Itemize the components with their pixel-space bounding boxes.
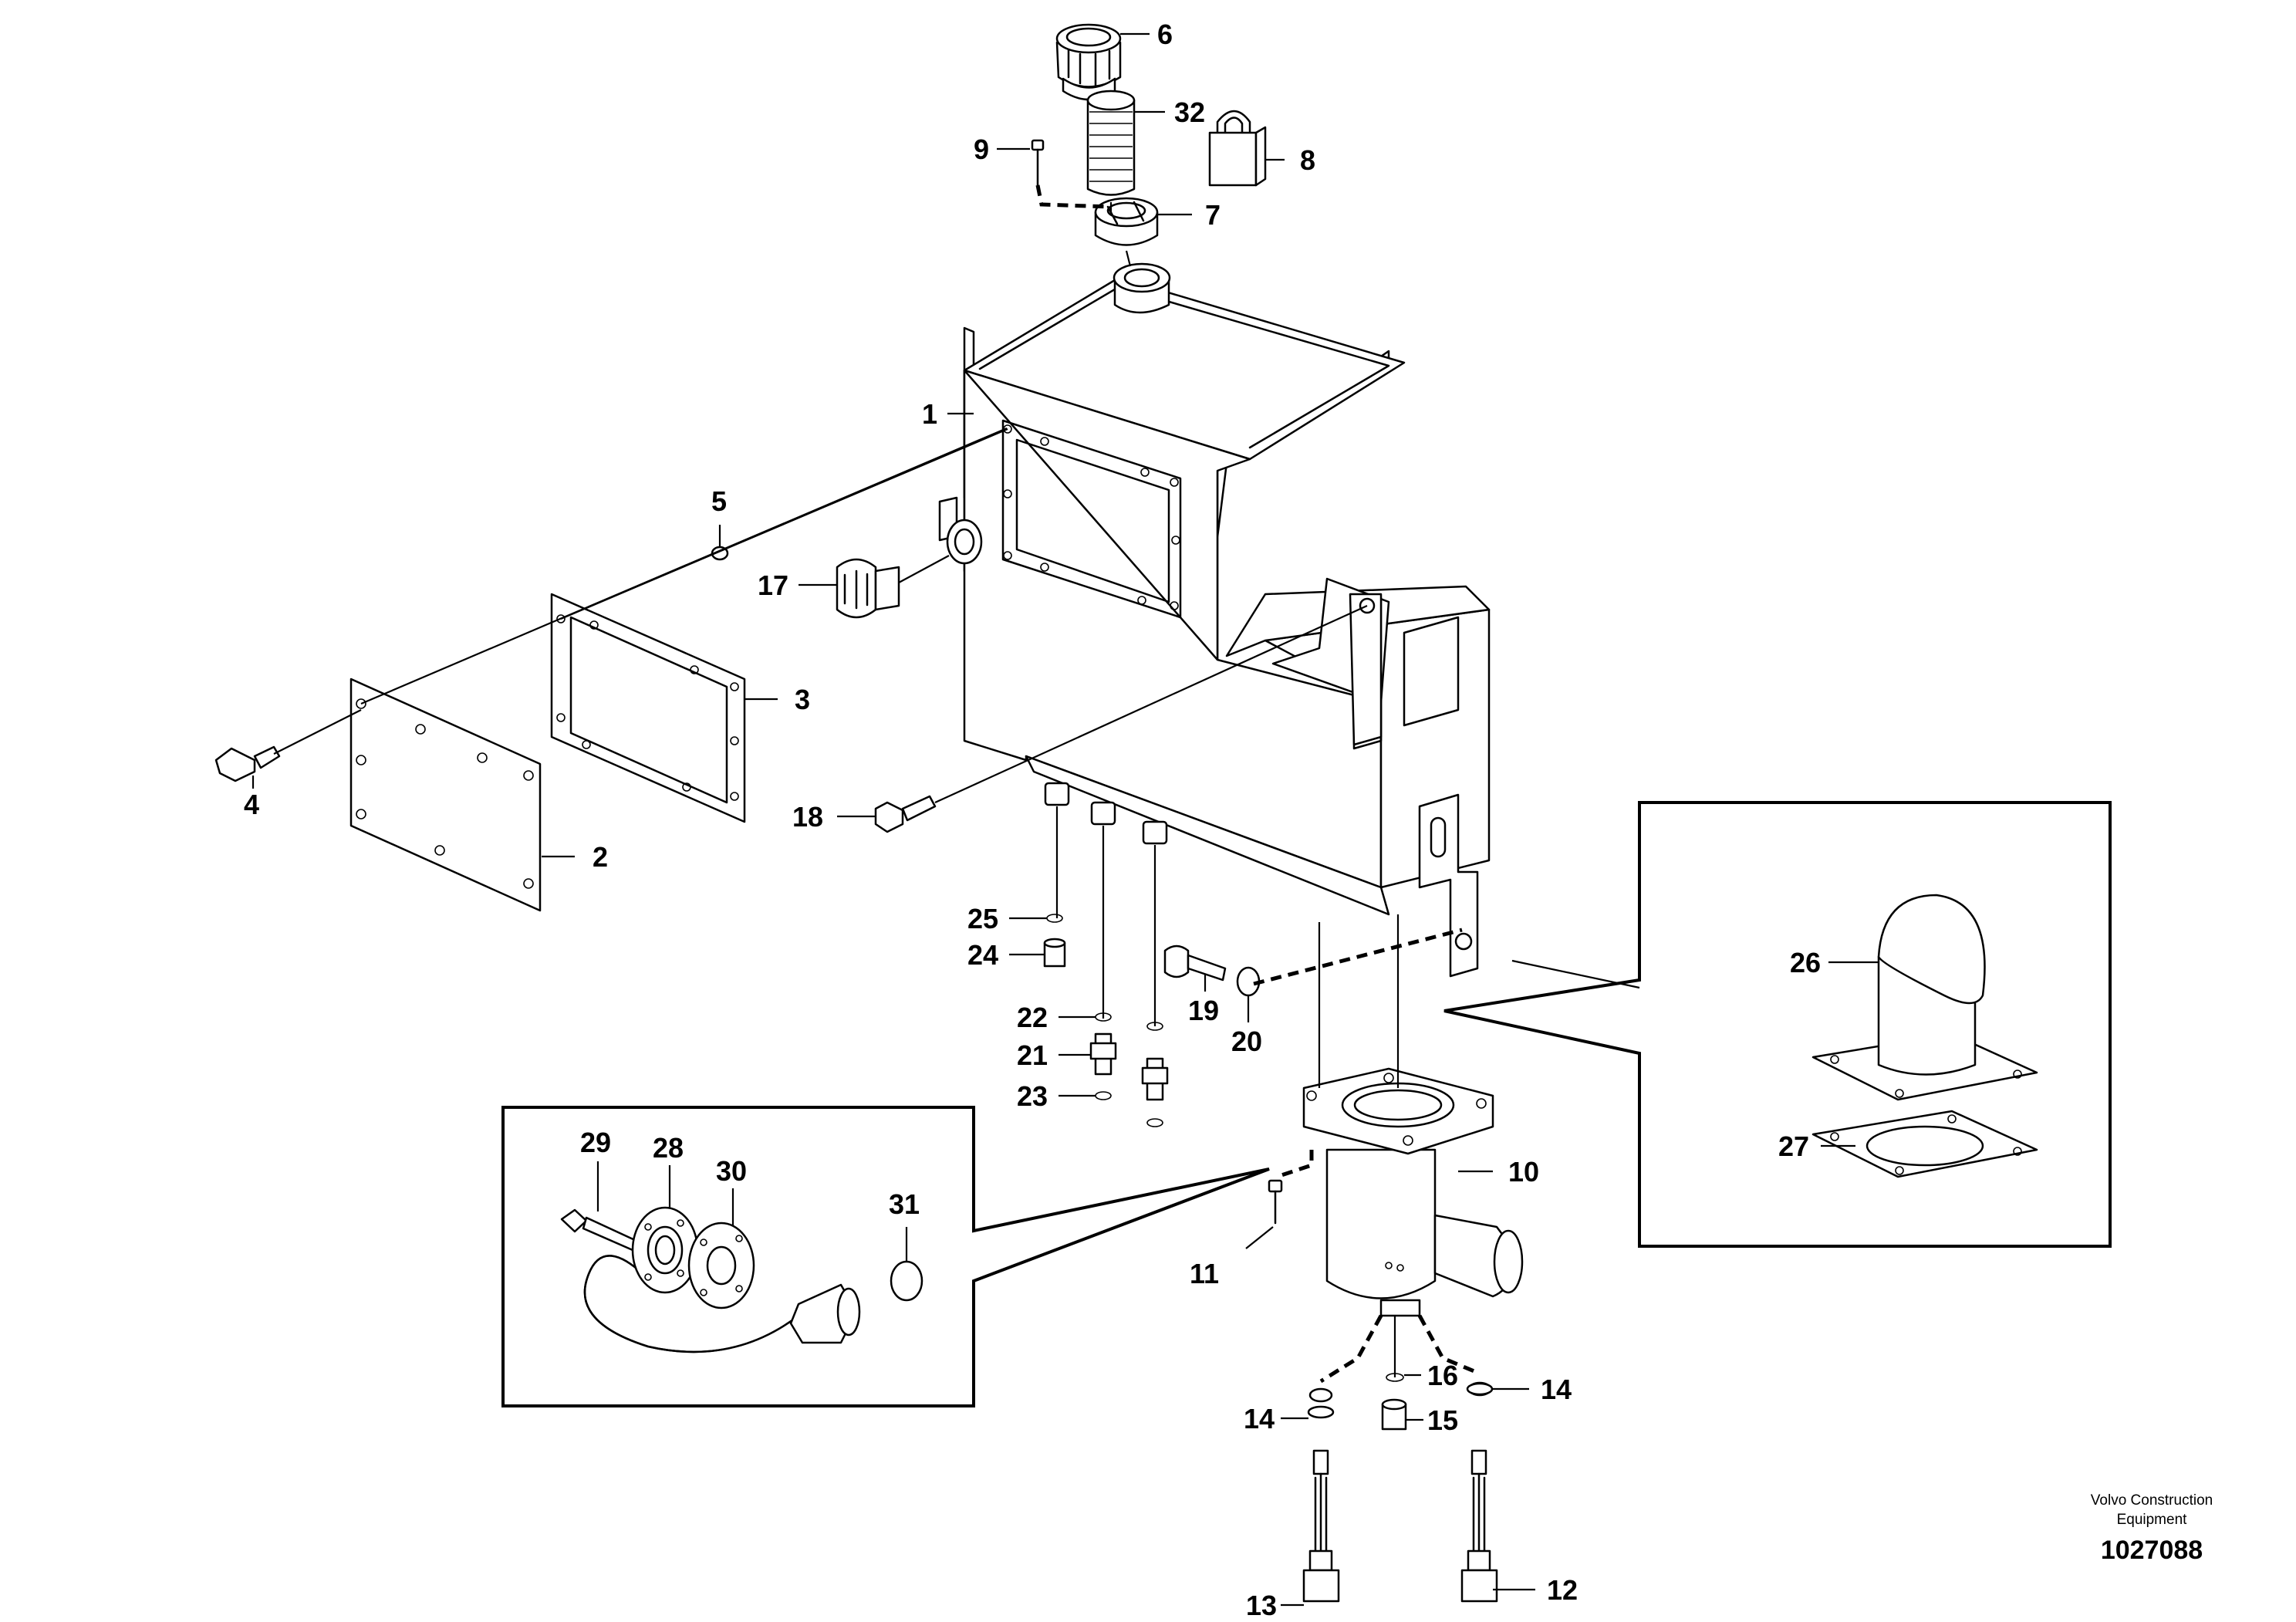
callout-2: 2 — [593, 841, 608, 873]
callout-5: 5 — [711, 485, 727, 517]
document-number: 1027088 — [2101, 1536, 2203, 1565]
bolt-18 — [874, 795, 937, 833]
screw-9 — [1031, 139, 1045, 187]
callout-14-right: 14 — [1541, 1374, 1572, 1405]
callout-13: 13 — [1246, 1590, 1277, 1621]
callout-labels: 1 2 3 4 5 6 7 8 9 10 11 12 13 14 14 15 1 — [244, 19, 1879, 1621]
brand-line-2: Equipment — [2117, 1512, 2188, 1528]
callout-14-left: 14 — [1244, 1403, 1275, 1434]
plug-15 — [1381, 1398, 1407, 1431]
sensor-13 — [1302, 1387, 1340, 1603]
cover-plate — [349, 678, 542, 912]
callout-22: 22 — [1017, 1002, 1048, 1033]
title-block: Volvo Construction Equipment 1027088 — [2091, 1492, 2213, 1565]
detail-box-elbow — [1443, 801, 2112, 1248]
housing-10 — [1302, 1067, 1524, 1317]
callout-1: 1 — [922, 398, 937, 430]
seal-23 — [1095, 1091, 1112, 1100]
plug-24 — [1043, 938, 1066, 968]
callout-20: 20 — [1231, 1026, 1262, 1057]
bolt-4 — [214, 745, 281, 782]
callout-16: 16 — [1427, 1360, 1458, 1391]
callout-7: 7 — [1205, 199, 1221, 231]
callout-6: 6 — [1157, 19, 1173, 50]
screw-11 — [1268, 1179, 1283, 1225]
callout-17: 17 — [758, 569, 788, 601]
bolt-19 — [1163, 944, 1227, 982]
callout-8: 8 — [1300, 144, 1315, 176]
assembly-lines — [273, 184, 1481, 1384]
callout-26: 26 — [1790, 947, 1821, 978]
callout-12: 12 — [1547, 1574, 1578, 1606]
gasket — [550, 593, 746, 823]
callout-24: 24 — [967, 939, 998, 971]
adapter-21b — [1141, 1057, 1169, 1101]
adapter-21 — [1089, 1032, 1117, 1076]
callout-9: 9 — [974, 133, 989, 165]
callout-29: 29 — [580, 1127, 611, 1158]
washer-14b — [1466, 1382, 1494, 1396]
callout-4: 4 — [244, 789, 259, 820]
callout-11: 11 — [1190, 1258, 1219, 1289]
callout-23: 23 — [1017, 1080, 1048, 1112]
seal-25 — [1046, 914, 1063, 923]
callout-32: 32 — [1174, 96, 1205, 128]
tank-body — [938, 262, 1491, 978]
callout-3: 3 — [795, 684, 810, 715]
sensor-12 — [1460, 1381, 1498, 1603]
callout-27: 27 — [1778, 1130, 1809, 1162]
callout-15: 15 — [1427, 1404, 1458, 1436]
callout-21: 21 — [1017, 1039, 1048, 1071]
strainer — [1086, 90, 1136, 196]
callout-28: 28 — [653, 1132, 684, 1164]
plug-17 — [836, 558, 900, 619]
padlock — [1208, 110, 1267, 187]
callout-31: 31 — [889, 1188, 920, 1220]
callout-25: 25 — [967, 903, 998, 934]
callout-18: 18 — [792, 801, 823, 833]
callout-30: 30 — [716, 1155, 747, 1187]
brand-line-1: Volvo Construction — [2091, 1492, 2213, 1509]
detail-box-pipe — [501, 1106, 1270, 1407]
washer-14a — [1307, 1405, 1335, 1419]
filler-adapter — [1094, 197, 1159, 246]
callout-10: 10 — [1508, 1156, 1539, 1188]
callout-19: 19 — [1188, 995, 1219, 1026]
filler-cap — [1055, 23, 1122, 101]
